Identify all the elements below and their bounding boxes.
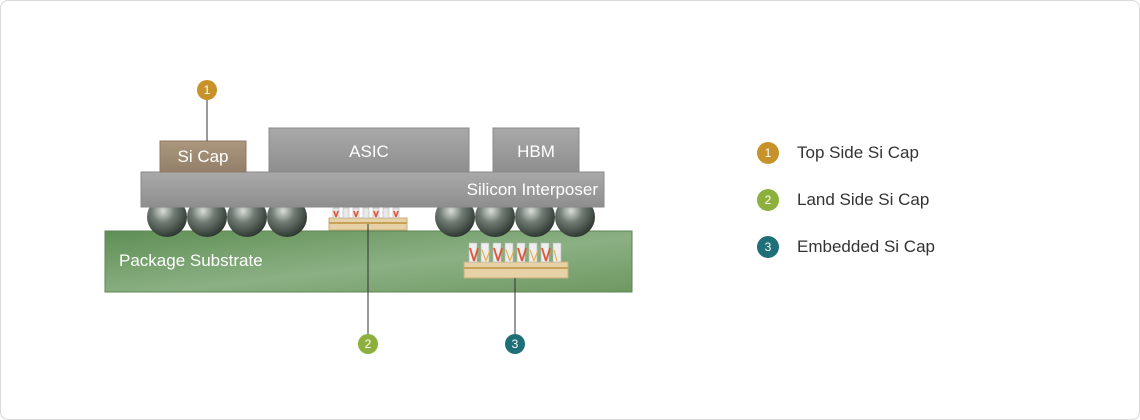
legend-label: Embedded Si Cap [797, 237, 935, 256]
substrate-label: Package Substrate [119, 251, 263, 270]
legend-item-land-side: 2 Land Side Si Cap [757, 187, 935, 213]
badge-top-side: 1 [197, 80, 217, 100]
legend-number: 3 [757, 236, 779, 258]
legend-item-embedded: 3 Embedded Si Cap [757, 234, 935, 260]
hbm-label: HBM [517, 142, 555, 161]
asic-die [268, 127, 470, 173]
badge-land-side: 2 [358, 334, 378, 354]
legend-number: 1 [757, 142, 779, 164]
badge-embedded: 3 [505, 334, 525, 354]
si-cap-block [159, 140, 247, 173]
legend: 1 Top Side Si Cap 2 Land Side Si Cap 3 E… [757, 140, 935, 281]
legend-label: Land Side Si Cap [797, 190, 930, 209]
legend-number: 2 [757, 189, 779, 211]
interposer-label: Silicon Interposer [466, 180, 598, 199]
legend-label: Top Side Si Cap [797, 143, 919, 162]
legend-item-top-side: 1 Top Side Si Cap [757, 140, 935, 166]
asic-label: ASIC [349, 142, 389, 161]
silicon-interposer [140, 171, 605, 208]
si-cap-label: Si Cap [177, 147, 229, 166]
hbm-die [492, 127, 580, 173]
embedded-si-cap [463, 242, 569, 279]
